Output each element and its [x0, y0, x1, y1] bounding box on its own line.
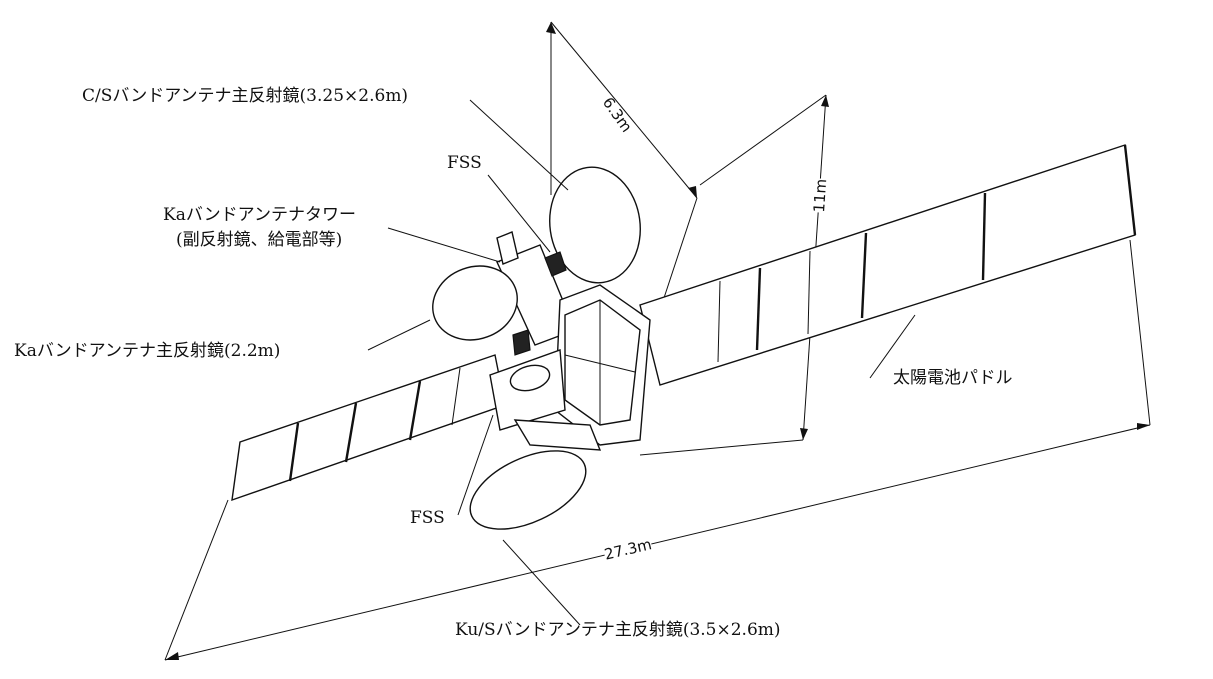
solar-paddle-label: 太陽電池パドル — [893, 368, 1013, 388]
satellite-bus — [489, 284, 651, 451]
ka-antenna-reflector — [432, 265, 518, 341]
dim-6-3m-line — [550, 21, 698, 199]
ku-antenna-reflector — [469, 450, 587, 530]
solar-paddle-right — [639, 144, 1137, 386]
fss-bottom-label: FSS — [410, 508, 445, 528]
ka-antenna-label: Kaバンドアンテナ主反射鏡(2.2m) — [14, 341, 281, 361]
dimension-lines — [164, 21, 1151, 661]
dim-27-3m-line — [164, 424, 1151, 661]
cs-antenna-reflector — [549, 166, 641, 284]
solar-paddle-left — [231, 354, 506, 502]
dim-11m-label: 11m — [810, 178, 831, 214]
ku-antenna-label: Ku/Sバンドアンテナ主反射鏡(3.5×2.6m) — [455, 620, 781, 640]
ka-antenna-tower — [496, 231, 576, 346]
fss-top-label: FSS — [447, 153, 482, 173]
ka-tower-label-line2: (副反射鏡、給電部等) — [176, 230, 343, 250]
ka-tower-label-line1: Kaバンドアンテナタワー — [163, 205, 357, 225]
cs-antenna-label: C/Sバンドアンテナ主反射鏡(3.25×2.6m) — [82, 86, 409, 106]
leader-lines — [367, 99, 916, 626]
